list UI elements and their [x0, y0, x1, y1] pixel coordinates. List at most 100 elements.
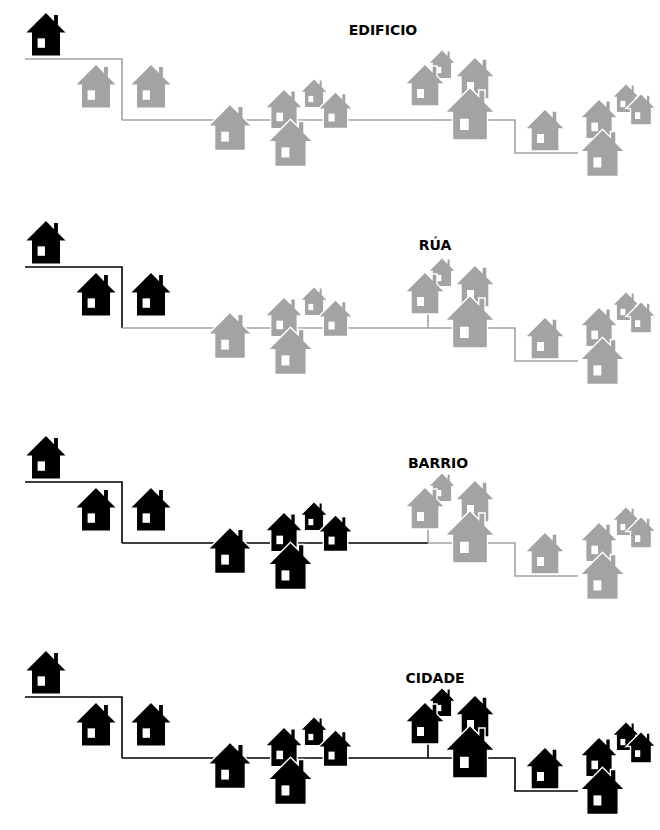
house-window: [282, 785, 290, 795]
house-window: [594, 365, 602, 375]
house-shape: [130, 702, 172, 746]
house-window: [308, 519, 313, 525]
house-window: [276, 751, 283, 760]
house-shape: [208, 742, 252, 788]
house-window: [635, 535, 640, 542]
house-shape: [318, 730, 353, 767]
house-window: [329, 537, 335, 545]
house-shape: [265, 727, 303, 767]
house-icon: [626, 94, 656, 126]
house-shape: [445, 511, 495, 564]
house-icon: [318, 300, 353, 337]
house-shape: [525, 747, 565, 789]
level-panel: [25, 220, 656, 384]
house-window: [417, 512, 424, 521]
house-icon: [265, 512, 303, 552]
house-window: [537, 134, 544, 143]
house-icon: [75, 702, 117, 746]
house-window: [460, 757, 469, 768]
house-window: [143, 298, 150, 307]
house-window: [276, 536, 283, 545]
house-shape: [445, 88, 495, 141]
house-icon: [268, 542, 313, 589]
house-window: [221, 132, 229, 142]
house-icon: [75, 272, 117, 316]
house-shape: [130, 487, 172, 531]
house-window: [591, 546, 598, 555]
house-window: [282, 570, 290, 580]
house-window: [88, 90, 95, 99]
house-shape: [265, 89, 303, 129]
house-icon: [208, 742, 252, 788]
house-window: [620, 309, 625, 315]
house-window: [591, 123, 598, 132]
house-icon: [405, 487, 445, 529]
house-shape: [405, 272, 445, 314]
house-icon: [318, 92, 353, 129]
house-shape: [265, 297, 303, 337]
house-window: [143, 513, 150, 522]
house-shape: [75, 64, 117, 108]
house-shape: [75, 487, 117, 531]
house-shape: [445, 296, 495, 349]
house-icon: [265, 297, 303, 337]
house-icon: [318, 515, 353, 552]
house-icon: [626, 732, 656, 764]
house-icon: [75, 487, 117, 531]
house-window: [143, 728, 150, 737]
house-window: [276, 321, 283, 330]
house-icon: [405, 64, 445, 106]
house-shape: [268, 119, 313, 166]
house-window: [620, 101, 625, 107]
house-shape: [25, 220, 67, 264]
house-shape: [208, 104, 252, 150]
house-window: [329, 322, 335, 330]
house-window: [635, 112, 640, 119]
house-icon: [130, 702, 172, 746]
house-window: [88, 298, 95, 307]
house-window: [221, 555, 229, 565]
house-icon: [130, 64, 172, 108]
house-icon: [208, 312, 252, 358]
house-window: [308, 96, 313, 102]
house-icon: [580, 552, 625, 599]
house-window: [276, 113, 283, 122]
house-shape: [405, 487, 445, 529]
house-window: [594, 795, 602, 805]
house-window: [88, 513, 95, 522]
house-shape: [208, 527, 252, 573]
house-shape: [265, 512, 303, 552]
house-icon: [268, 119, 313, 166]
house-icon: [580, 129, 625, 176]
house-icon: [265, 727, 303, 767]
house-shape: [268, 757, 313, 804]
house-window: [594, 157, 602, 167]
house-shape: [525, 109, 565, 151]
house-window: [308, 734, 313, 740]
house-window: [38, 461, 45, 470]
house-window: [329, 114, 335, 122]
house-window: [594, 580, 602, 590]
house-shape: [626, 732, 656, 764]
level-label: EDIFICIO: [347, 22, 420, 39]
house-shape: [130, 272, 172, 316]
house-window: [591, 331, 598, 340]
level-label: BARRIO: [406, 455, 470, 472]
house-icon: [580, 767, 625, 814]
road-line: [25, 267, 122, 328]
house-window: [620, 739, 625, 745]
house-shape: [525, 532, 565, 574]
house-window: [38, 38, 45, 47]
level-label: RÚA: [417, 237, 454, 254]
house-window: [417, 727, 424, 736]
house-window: [635, 750, 640, 757]
house-window: [38, 246, 45, 255]
house-icon: [265, 89, 303, 129]
house-icon: [208, 104, 252, 150]
house-icon: [525, 532, 565, 574]
house-window: [143, 90, 150, 99]
house-shape: [75, 702, 117, 746]
house-icon: [405, 272, 445, 314]
